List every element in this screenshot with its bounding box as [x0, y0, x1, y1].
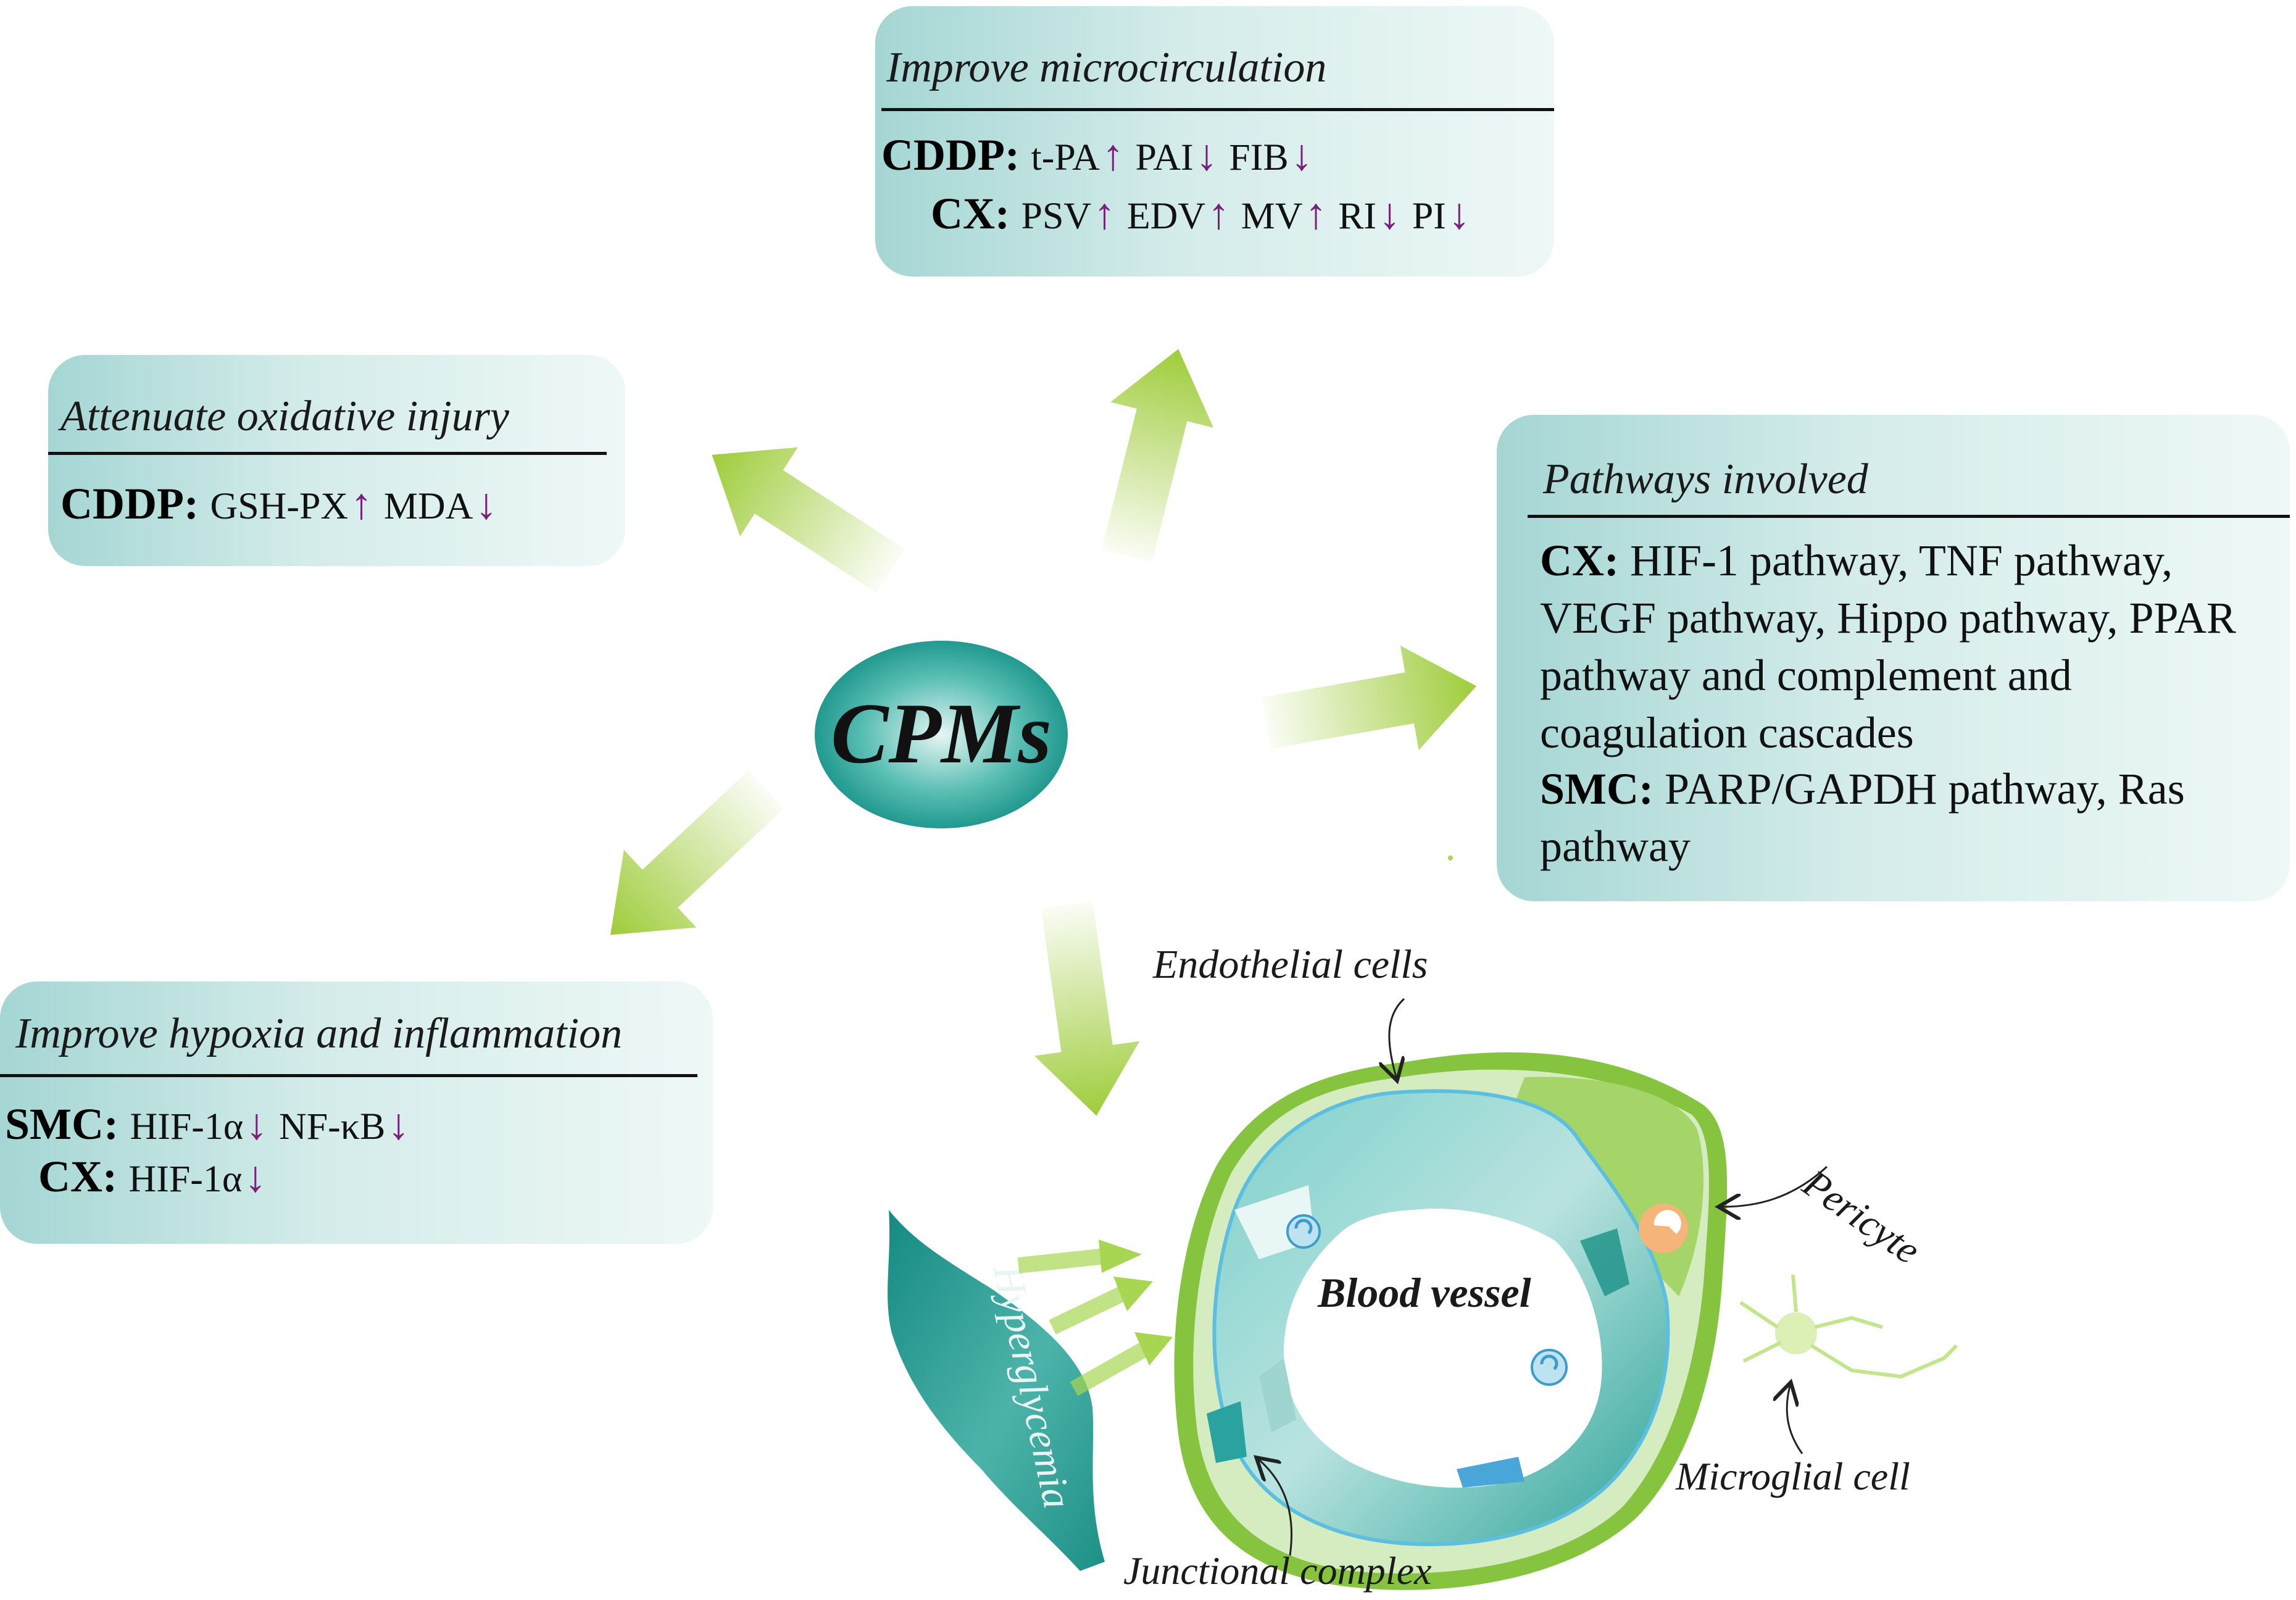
pathways-rule — [1528, 515, 2290, 518]
indicator-name: PSV — [1021, 195, 1092, 237]
row-label: CX: — [38, 1152, 117, 1201]
pathways-box: Pathways involved CX: HIF-1 pathway, TNF… — [1497, 415, 2290, 901]
hyperglycemia-arrows — [1017, 1240, 1173, 1396]
up-arrow-icon: ↑ — [350, 480, 373, 528]
arrow-to-hypoxia — [610, 770, 784, 935]
down-arrow-icon: ↓ — [1448, 190, 1471, 238]
indicator-name: FIB — [1229, 136, 1289, 178]
pathways-cx-text: HIF-1 pathway, TNF pathway, VEGF pathway… — [1540, 536, 2236, 757]
indicator-name: EDV — [1126, 195, 1206, 237]
indicator-name: t-PA — [1031, 136, 1100, 178]
microcirculation-box: Improve microcirculation CDDP:t-PA↑PAI↓F… — [875, 6, 1554, 277]
indicator-item: EDV↑ — [1126, 190, 1229, 238]
down-arrow-icon: ↓ — [1196, 131, 1218, 180]
arrow-to-microcirculation — [1102, 349, 1214, 562]
hypoxia-row-smc: SMC:HIF-1α↓NF-κB↓ — [5, 1099, 409, 1150]
hyperglycemia-shape — [888, 1210, 1105, 1571]
down-arrow-icon: ↓ — [1291, 131, 1313, 180]
pathways-cx-label: CX: — [1540, 536, 1619, 585]
indicator-item: GSH-PX↑ — [210, 480, 373, 528]
down-arrow-icon: ↓ — [244, 1153, 267, 1201]
hypoxia-title: Improve hypoxia and inflammation — [15, 1010, 623, 1057]
indicator-item: HIF-1α↓ — [130, 1101, 268, 1149]
indicator-name: PAI — [1135, 136, 1194, 178]
indicator-item: HIF-1α↓ — [128, 1153, 267, 1201]
row-label: CX: — [931, 189, 1010, 238]
indicator-name: GSH-PX — [210, 485, 349, 527]
pathways-smc-block: SMC: PARP/GAPDH pathway, Ras pathway — [1540, 760, 2281, 875]
up-arrow-icon: ↑ — [1093, 190, 1116, 238]
oxidative-rule — [48, 452, 607, 455]
microcirculation-row-cddp: CDDP:t-PA↑PAI↓FIB↓ — [881, 130, 1313, 181]
indicator-name: MDA — [383, 485, 473, 527]
hypoxia-box: Improve hypoxia and inflammation SMC:HIF… — [0, 981, 713, 1244]
oxidative-row-cddp: CDDP:GSH-PX↑MDA↓ — [60, 478, 497, 530]
indicator-item: RI↓ — [1338, 190, 1400, 238]
indicator-item: PSV↑ — [1021, 190, 1116, 238]
indicator-name: HIF-1α — [128, 1158, 243, 1200]
indicator-name: HIF-1α — [130, 1106, 244, 1148]
pathways-smc-label: SMC: — [1540, 764, 1653, 814]
indicator-name: MV — [1241, 195, 1303, 237]
row-label: CDDP: — [60, 479, 199, 528]
up-arrow-icon: ↑ — [1305, 190, 1327, 238]
pathways-smc-text: PARP/GAPDH pathway, Ras pathway — [1540, 764, 2185, 871]
down-arrow-icon: ↓ — [475, 480, 497, 528]
indicator-item: MDA↓ — [383, 480, 497, 528]
hypoxia-rule — [0, 1074, 697, 1077]
cpms-ellipse — [815, 641, 1068, 828]
down-arrow-icon: ↓ — [245, 1101, 268, 1149]
blood-vessel-label: Blood vessel — [1318, 1269, 1531, 1316]
pathways-title: Pathways involved — [1543, 456, 1868, 503]
indicator-name: RI — [1338, 195, 1377, 237]
indicator-item: t-PA↑ — [1031, 131, 1124, 180]
microglial-cell-label: Microglial cell — [1676, 1454, 1910, 1498]
indicator-item: PI↓ — [1412, 190, 1470, 238]
leader-lines — [1259, 998, 1828, 1556]
arrow-to-oxidative — [712, 447, 905, 593]
down-arrow-icon: ↓ — [387, 1101, 410, 1149]
junctional-complex-label: Junctional complex — [1123, 1549, 1432, 1593]
arrow-to-blood-vessel — [1034, 901, 1140, 1116]
indicator-item: NF-κB↓ — [279, 1101, 409, 1149]
row-label: CDDP: — [881, 130, 1020, 180]
indicator-item: MV↑ — [1241, 190, 1327, 238]
blood-vessel-illustration — [1174, 1052, 1958, 1590]
microcirculation-row-cx: CX:PSV↑EDV↑MV↑RI↓PI↓ — [931, 188, 1470, 240]
oxidative-box: Attenuate oxidative injury CDDP:GSH-PX↑M… — [48, 355, 625, 566]
indicator-item: PAI↓ — [1135, 131, 1218, 180]
stray-dot — [1448, 856, 1453, 860]
indicator-item: FIB↓ — [1229, 131, 1312, 180]
microcirculation-title: Improve microcirculation — [886, 44, 1327, 91]
endothelial-cells-label: Endothelial cells — [1153, 942, 1428, 987]
microglial-cell — [1739, 1274, 1958, 1379]
cpms-label: CPMs — [831, 686, 1052, 781]
row-label: SMC: — [5, 1099, 119, 1149]
hypoxia-row-cx: CX:HIF-1α↓ — [38, 1151, 266, 1202]
down-arrow-icon: ↓ — [1378, 190, 1401, 238]
indicator-name: NF-κB — [279, 1106, 386, 1148]
up-arrow-icon: ↑ — [1207, 190, 1230, 238]
indicator-name: PI — [1412, 195, 1446, 237]
arrow-to-pathways — [1262, 645, 1477, 751]
microcirculation-rule — [881, 108, 1554, 111]
oxidative-title: Attenuate oxidative injury — [60, 393, 510, 440]
pathways-cx-block: CX: HIF-1 pathway, TNF pathway, VEGF pat… — [1540, 532, 2281, 762]
up-arrow-icon: ↑ — [1102, 131, 1124, 180]
